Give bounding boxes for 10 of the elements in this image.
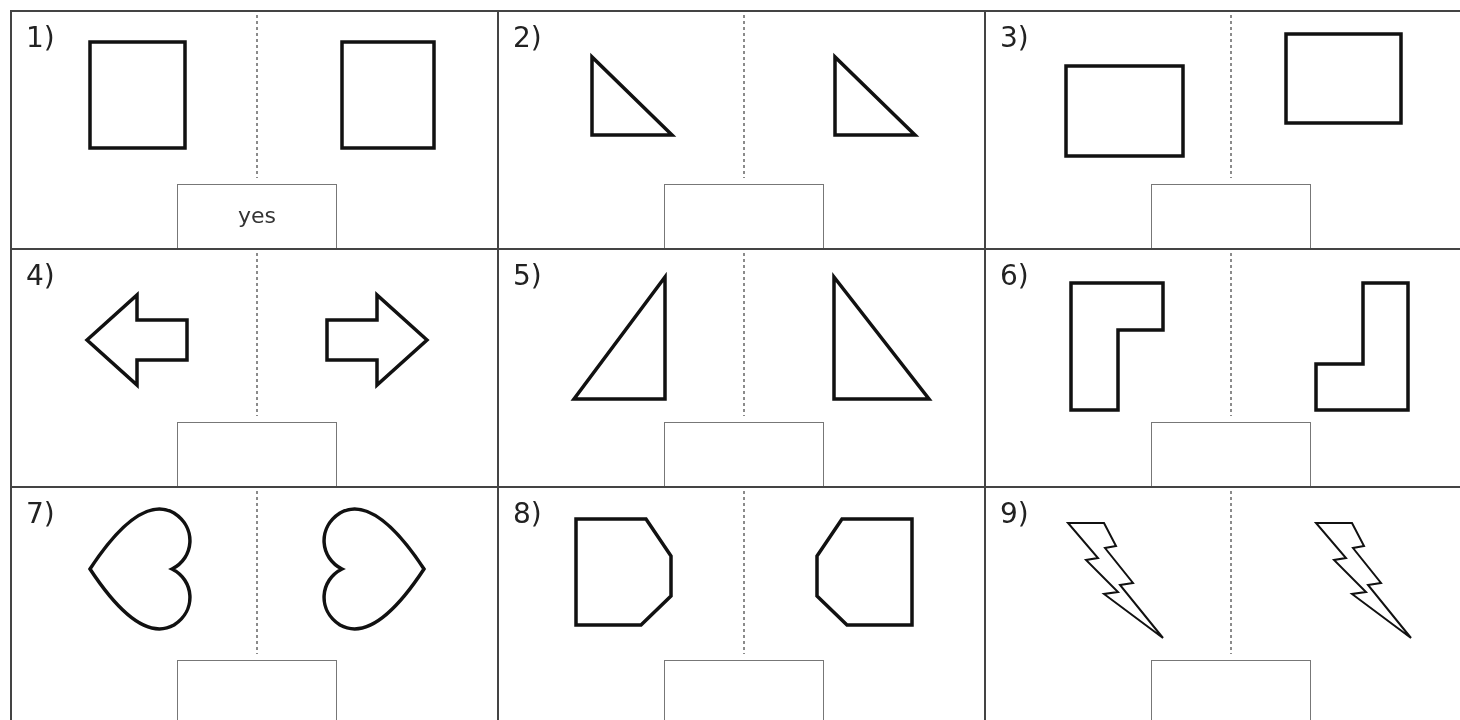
question-number: 1) [26, 22, 55, 54]
question-number: 9) [1000, 498, 1029, 530]
question-number: 2) [513, 22, 542, 54]
question-number: 7) [26, 498, 55, 530]
question-number: 8) [513, 498, 542, 530]
question-number: 6) [1000, 260, 1029, 292]
answer-box: yes [177, 184, 337, 250]
question-number: 4) [26, 260, 55, 292]
question-number: 5) [513, 260, 542, 292]
question-number: 3) [1000, 22, 1029, 54]
